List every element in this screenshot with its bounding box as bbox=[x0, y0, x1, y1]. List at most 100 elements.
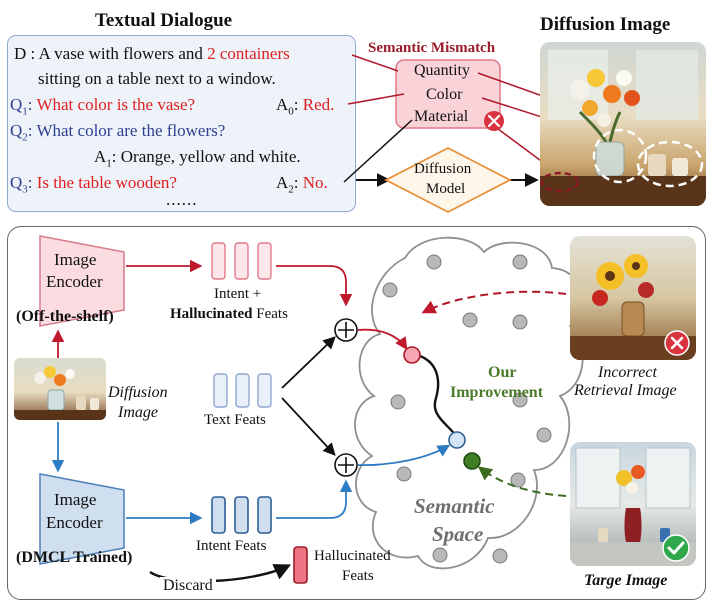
space-point bbox=[492, 548, 508, 564]
diffusion-image-small bbox=[14, 358, 106, 420]
discard-label: Discard bbox=[160, 577, 216, 595]
check-icon bbox=[667, 541, 685, 555]
dashed-arrow-target bbox=[477, 466, 567, 497]
diffusion-image-label-line1: Diffusion bbox=[108, 384, 168, 401]
space-point bbox=[396, 466, 412, 482]
feats-suffix: Feats bbox=[252, 306, 288, 322]
space-point bbox=[382, 282, 398, 298]
diffusion-model-line2: Model bbox=[426, 181, 466, 197]
encoder-bottom-line1: Image bbox=[54, 490, 97, 509]
a1-text: Orange, yellow and white. bbox=[120, 147, 301, 166]
q3-text: Is the table wooden? bbox=[36, 173, 177, 192]
hallucinated-feats-line2: Feats bbox=[342, 568, 374, 584]
feat-red-1 bbox=[211, 242, 226, 280]
diffusion-model-diamond bbox=[384, 146, 512, 214]
dialogue-box bbox=[7, 35, 356, 212]
dmcl-trained-label: (DMCL Trained) bbox=[16, 549, 133, 566]
intent-feats-label: Intent Feats bbox=[196, 538, 267, 554]
our-improvement-line1: Our bbox=[488, 364, 517, 381]
space-point bbox=[390, 394, 406, 410]
encoder-bottom-line2: Encoder bbox=[46, 513, 103, 532]
arrow-text-to-plus-top bbox=[281, 336, 336, 389]
dashed-arrow-incorrect bbox=[421, 290, 567, 314]
space-point bbox=[510, 472, 526, 488]
space-point bbox=[432, 547, 448, 563]
target-image-label: Targe Image bbox=[584, 572, 668, 589]
intent-plus-label: Intent + bbox=[214, 286, 262, 302]
dialogue-ellipsis: ...... bbox=[166, 190, 198, 209]
q3-label: Q3: bbox=[10, 173, 33, 196]
encoder-top-line2: Encoder bbox=[46, 272, 103, 291]
incorrect-x-badge bbox=[664, 330, 690, 356]
space-point bbox=[536, 427, 552, 443]
dialogue-description-line1: D : A vase with flowers and 2 containers bbox=[14, 42, 290, 66]
semantic-space-line2: Space bbox=[432, 522, 484, 546]
feat-intent-1 bbox=[211, 496, 226, 534]
feat-hallucinated-single bbox=[293, 546, 308, 584]
q1-text: What color is the vase? bbox=[36, 95, 196, 114]
mismatch-title: Semantic Mismatch bbox=[368, 40, 496, 56]
plus-node-bottom-icon bbox=[338, 457, 354, 473]
a2-text: No. bbox=[302, 173, 328, 192]
arrow-text-to-plus-bottom bbox=[281, 397, 336, 456]
mismatch-line-vase bbox=[347, 93, 405, 105]
incorrect-retrieval-line2: Retrieval Image bbox=[574, 382, 677, 399]
encoder-top-line1: Image bbox=[54, 250, 97, 269]
space-point bbox=[426, 254, 442, 270]
q2-label: Q2: bbox=[10, 121, 33, 144]
arrow-intent-feats-to-plus bbox=[276, 479, 353, 519]
diffusion-image-top bbox=[540, 42, 706, 206]
mismatch-line-containers bbox=[351, 54, 399, 72]
feat-text-1 bbox=[213, 373, 228, 408]
hallucinated-feats-line1: Hallucinated bbox=[314, 548, 391, 564]
image-encoder-top-shape bbox=[39, 235, 125, 327]
arrow-plus-to-blue-point bbox=[357, 444, 451, 466]
space-point bbox=[512, 254, 528, 270]
hallucinated-feats-red-label: Hallucinated Feats bbox=[170, 306, 288, 323]
green-target-point bbox=[463, 452, 481, 470]
dialogue-a2: A2: No. bbox=[276, 171, 328, 201]
feat-text-2 bbox=[235, 373, 250, 408]
diffusion-image-small-art bbox=[14, 366, 106, 420]
feat-intent-2 bbox=[234, 496, 249, 534]
diffusion-image-title: Diffusion Image bbox=[540, 14, 671, 35]
dialogue-q3: Q3: Is the table wooden? bbox=[10, 171, 177, 201]
close-icon bbox=[670, 336, 684, 350]
dialogue-title: Textual Dialogue bbox=[95, 10, 233, 31]
improvement-curve bbox=[419, 354, 457, 437]
space-point bbox=[512, 392, 528, 408]
mismatch-item-color: Color bbox=[426, 86, 463, 103]
mismatch-box bbox=[395, 59, 501, 129]
description-prefix: D : A vase with flowers and bbox=[14, 44, 208, 63]
off-the-shelf-label: (Off-the-shelf) bbox=[16, 308, 114, 325]
dialogue-q2: Q2: What color are the flowers? bbox=[10, 119, 225, 149]
image-encoder-bottom-shape bbox=[39, 473, 125, 565]
dialogue-description-line2: sitting on a table next to a window. bbox=[38, 69, 276, 88]
mismatch-item-quantity: Quantity bbox=[414, 62, 470, 79]
target-check-badge bbox=[662, 534, 690, 562]
dialogue-a0: A0: Red. bbox=[276, 93, 334, 123]
incorrect-retrieval-line1: Incorrect bbox=[598, 364, 657, 381]
space-point bbox=[462, 312, 478, 328]
q1-label: Q1: bbox=[10, 95, 33, 118]
feat-intent-3 bbox=[257, 496, 272, 534]
diffusion-model-line1: Diffusion bbox=[414, 161, 472, 177]
hallucinated-bold: Hallucinated bbox=[170, 306, 253, 322]
arrow-red-feats-to-plus bbox=[276, 265, 353, 307]
diffusion-image-label-line2: Image bbox=[118, 404, 158, 421]
q2-text: What color are the flowers? bbox=[36, 121, 226, 140]
our-improvement-line2: Improvement bbox=[450, 384, 544, 401]
mismatch-x-icon bbox=[487, 114, 501, 128]
dialogue-a1: A1: Orange, yellow and white. bbox=[94, 145, 301, 175]
dialogue-q1: Q1: What color is the vase? bbox=[10, 93, 195, 123]
space-point bbox=[512, 314, 528, 330]
red-query-point bbox=[403, 346, 421, 364]
text-feats-label: Text Feats bbox=[204, 412, 266, 428]
blue-query-point bbox=[448, 431, 466, 449]
mismatch-item-material: Material bbox=[414, 108, 469, 125]
mismatch-line-table bbox=[343, 119, 413, 183]
semantic-space-line1: Semantic bbox=[414, 494, 495, 518]
arrow-plus-to-red-point bbox=[357, 328, 408, 351]
feat-red-2 bbox=[234, 242, 249, 280]
